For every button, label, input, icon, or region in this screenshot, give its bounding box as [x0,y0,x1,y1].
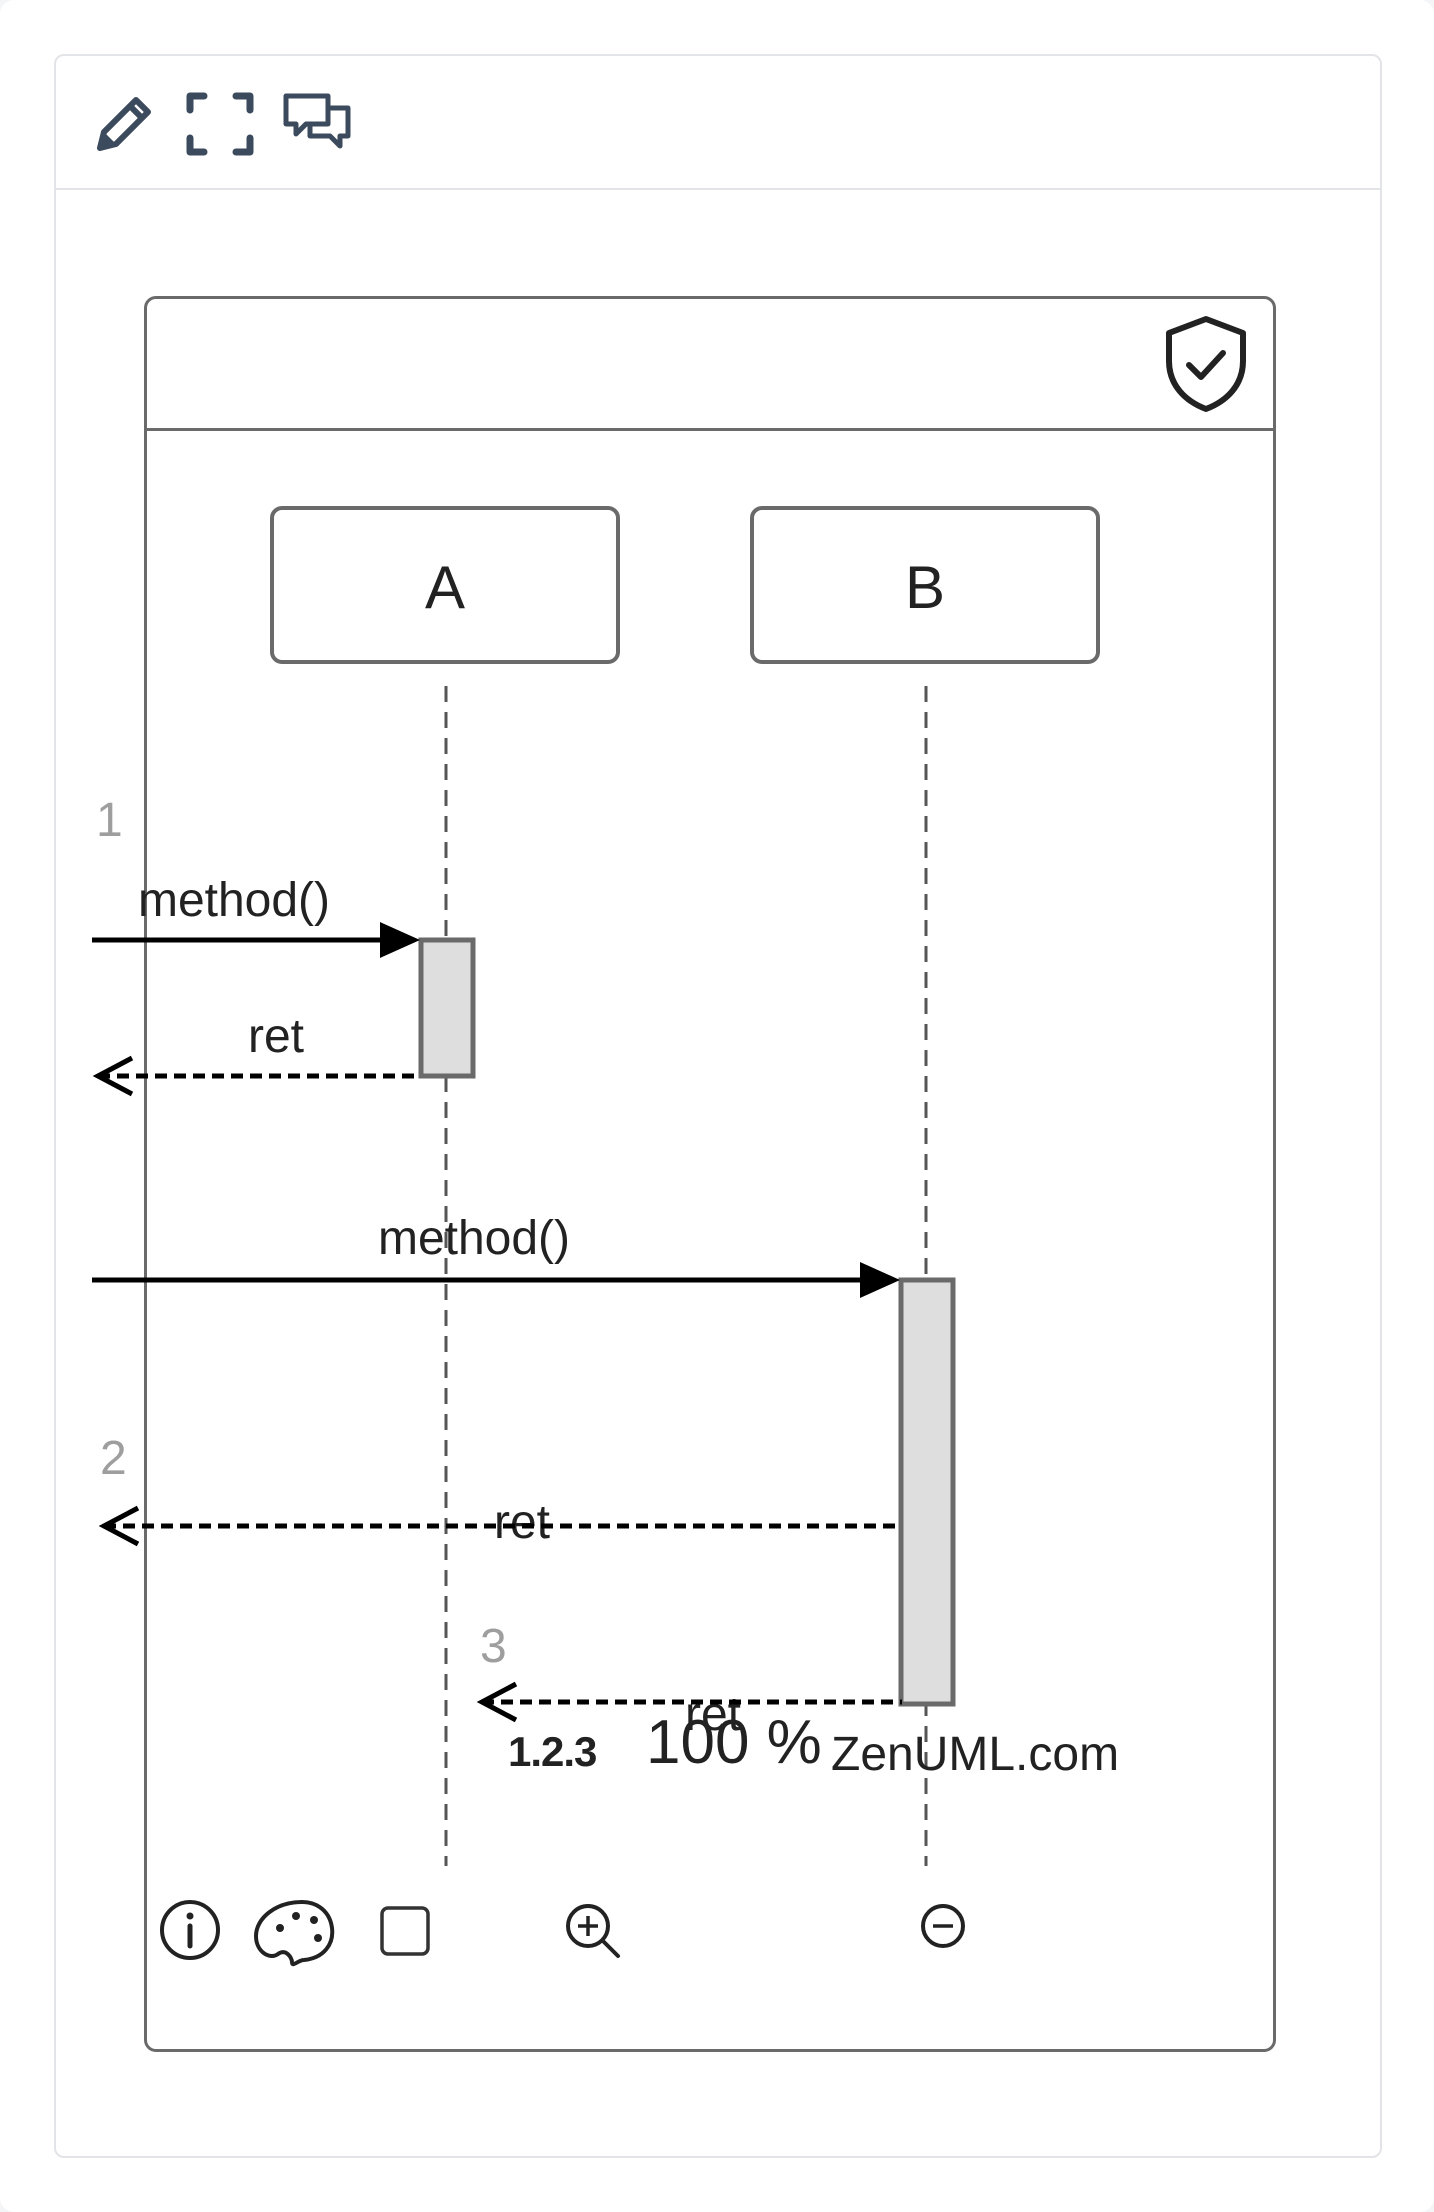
seq-number-2: 2 [100,1432,127,1485]
message-3-label: method() [378,1212,570,1265]
frame-header [147,299,1273,431]
message-5[interactable]: ret [476,1681,902,1741]
message-4-label: ret [494,1496,550,1549]
palette-icon[interactable] [253,1899,335,1967]
message-3[interactable]: method() [92,1212,900,1298]
fullscreen-icon[interactable] [182,86,258,162]
toolbar [56,56,1380,190]
sequence-diagram: A B 1 method() ret [92,506,1100,1967]
pencil-icon[interactable] [86,86,162,162]
zoom-out-icon[interactable] [921,1904,965,1948]
zoom-in-icon[interactable] [566,1904,620,1958]
numbering-checkbox[interactable] [380,1906,430,1956]
message-2[interactable]: ret [92,1010,420,1097]
shield-check-icon [1166,316,1246,412]
message-5-label: ret [685,1688,741,1741]
seq-number-1: 1 [96,794,123,847]
info-icon[interactable] [160,1900,220,1960]
diagram-panel: A B 1 method() ret [54,54,1382,2158]
participant-b[interactable]: B [750,506,1100,664]
activation-b [898,1277,956,1707]
participant-a[interactable]: A [270,506,620,664]
activation-a [418,937,476,1079]
participant-b-label: B [905,554,945,621]
participant-a-label: A [425,554,465,621]
message-1[interactable]: method() [92,874,420,958]
brand-watermark[interactable]: ZenUML.com [831,1728,1120,1781]
seq-number-3: 3 [480,1620,507,1673]
message-2-label: ret [248,1010,304,1063]
zoom-level: 100 % [646,1708,822,1777]
comments-icon[interactable] [280,86,356,162]
message-1-label: method() [138,874,330,927]
message-4[interactable]: ret [98,1496,902,1549]
numbering-label: 1.2.3 [508,1728,597,1775]
